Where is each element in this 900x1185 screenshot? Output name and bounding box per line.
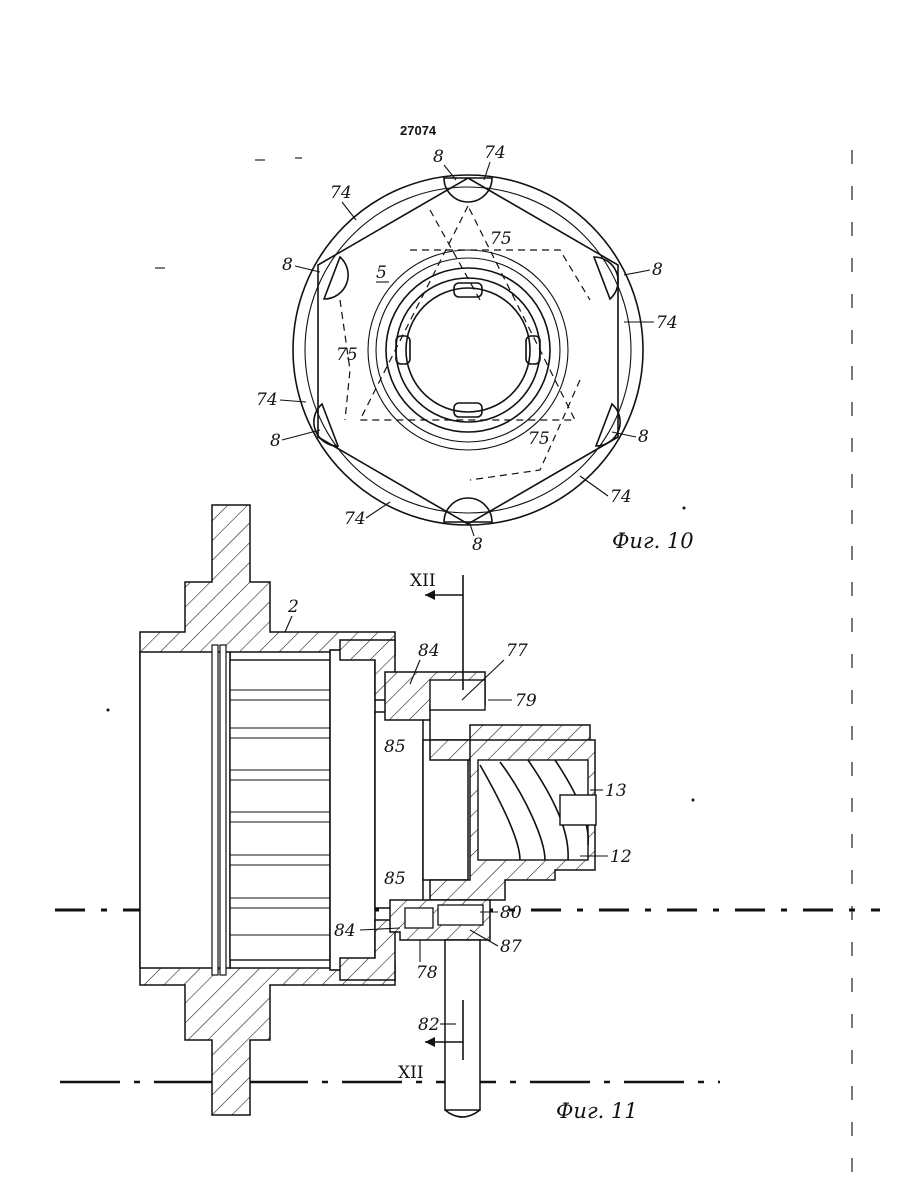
svg-text:80: 80 — [500, 903, 522, 923]
hexagon-outline — [318, 178, 618, 524]
svg-text:75: 75 — [528, 429, 550, 449]
spline-teeth — [230, 660, 330, 960]
svg-text:85: 85 — [384, 737, 406, 757]
section-mark-bottom: XII — [398, 1063, 424, 1083]
svg-text:8: 8 — [652, 260, 663, 280]
figure-11-caption: Фиг. 11 — [556, 1099, 638, 1123]
svg-text:74: 74 — [656, 313, 678, 333]
svg-text:75: 75 — [336, 345, 358, 365]
bore-key — [454, 403, 482, 417]
svg-text:74: 74 — [256, 390, 278, 410]
svg-text:82: 82 — [418, 1015, 440, 1035]
svg-text:8: 8 — [472, 535, 483, 555]
svg-text:12: 12 — [610, 847, 632, 867]
svg-text:8: 8 — [433, 147, 444, 167]
section-mark-top: XII — [410, 571, 436, 591]
bore-inner — [396, 278, 540, 422]
svg-text:8: 8 — [270, 431, 281, 451]
svg-text:85: 85 — [384, 869, 406, 889]
svg-text:84: 84 — [418, 641, 440, 661]
figure-10-caption: Фиг. 10 — [612, 529, 694, 553]
svg-text:75: 75 — [490, 229, 512, 249]
document-number: 27074 — [400, 123, 437, 138]
end-slot-13 — [560, 795, 596, 825]
figure-10-labels: 8 74 74 8 5 75 8 74 75 74 8 75 8 74 74 8 — [256, 143, 678, 555]
svg-text:74: 74 — [610, 487, 632, 507]
hidden-lines-75 — [340, 206, 590, 480]
svg-text:8: 8 — [638, 427, 649, 447]
svg-text:74: 74 — [330, 183, 352, 203]
svg-text:74: 74 — [344, 509, 366, 529]
svg-text:87: 87 — [500, 937, 522, 957]
figure-11-section-view — [55, 505, 880, 1117]
svg-text:77: 77 — [506, 641, 528, 661]
bore-key — [526, 336, 540, 364]
svg-text:74: 74 — [484, 143, 506, 163]
bore — [406, 288, 530, 412]
bore-key — [396, 336, 410, 364]
svg-text:5: 5 — [376, 263, 387, 283]
svg-text:78: 78 — [416, 963, 438, 983]
svg-text:8: 8 — [282, 255, 293, 275]
key-77 — [430, 680, 485, 710]
svg-text:84: 84 — [334, 921, 356, 941]
svg-text:13: 13 — [605, 781, 627, 801]
rollers-8 — [314, 178, 620, 522]
svg-text:79: 79 — [515, 691, 537, 711]
svg-text:2: 2 — [287, 597, 299, 617]
